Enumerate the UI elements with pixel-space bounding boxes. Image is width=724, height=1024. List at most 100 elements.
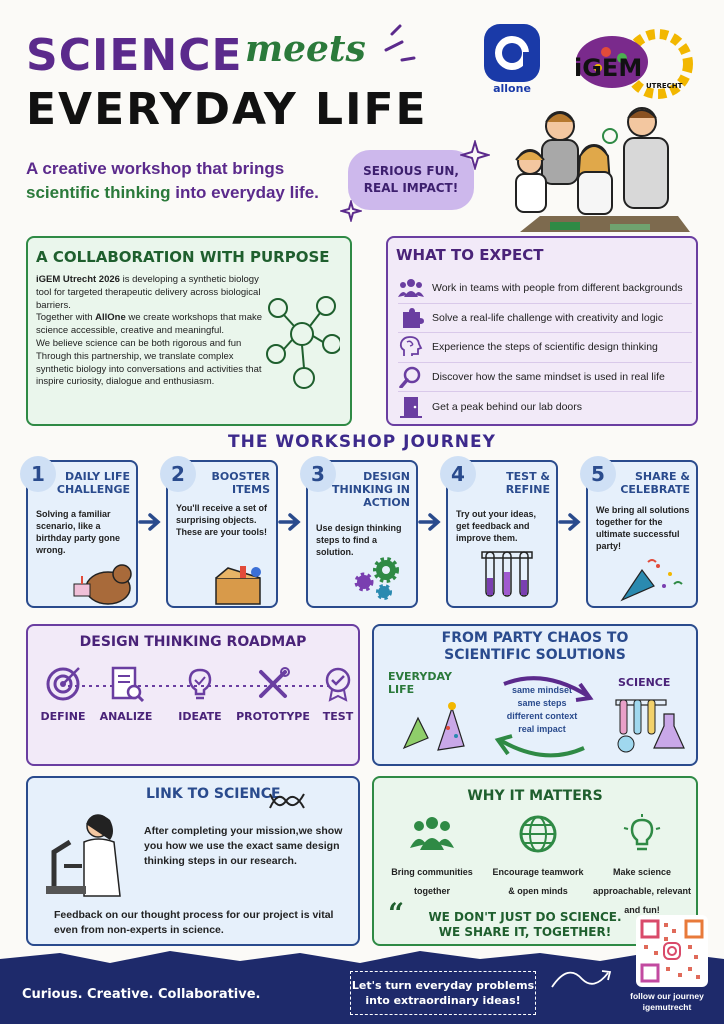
link-to-science-panel: LINK TO SCIENCE After completing your mi…	[26, 776, 360, 946]
follow-line1: follow our journey	[630, 991, 704, 1001]
mid-line: same mindset	[511, 685, 573, 695]
chaos-middle-text: same mindset same steps different contex…	[502, 684, 582, 736]
title-meets: meets	[245, 28, 366, 70]
step-number: 2	[160, 456, 196, 492]
design-thinking-roadmap-panel: DESIGN THINKING ROADMAP DEFINE ANALIZE I…	[26, 624, 360, 766]
allone-logo: allone	[480, 22, 544, 98]
collab-p2: we create workshops that make science ac…	[36, 312, 263, 337]
why-item-communities: Bring communities together	[382, 814, 482, 898]
step-number: 3	[300, 456, 336, 492]
serious-fun-badge: SERIOUS FUN, REAL IMPACT!	[348, 150, 474, 210]
title-science: SCIENCE	[26, 30, 243, 81]
collab-p1: is developing a synthetic biology tool f…	[36, 274, 261, 311]
puzzle-icon	[403, 307, 424, 328]
journey-step-1: 1 DAILY LIFE CHALLENGE Solving a familia…	[20, 456, 138, 608]
arrow-right-icon	[418, 513, 441, 531]
arrow-right-icon	[138, 513, 161, 531]
arrow-right-icon	[278, 513, 301, 531]
what-to-expect-panel: WHAT TO EXPECT Work in teams with people…	[386, 236, 698, 426]
network-icon	[266, 296, 340, 389]
why-item-approachable: Make science approachable, relevant and …	[592, 814, 692, 917]
team-icon	[398, 279, 424, 298]
why-item-teamwork: Encourage teamwork & open minds	[488, 814, 588, 898]
step-desc: We bring all solutions together for the …	[596, 505, 690, 551]
allone-logo-text: allone	[493, 82, 531, 95]
roadmap-label: IDEATE	[178, 710, 222, 723]
chaos-title-line2: SCIENTIFIC SOLUTIONS	[444, 647, 626, 663]
step-desc: Use design thinking steps to find a solu…	[316, 523, 402, 557]
journey-step-3: 3 DESIGN THINKING IN ACTION Use design t…	[300, 456, 418, 608]
step-title: TEST & REFINE	[505, 470, 550, 496]
roadmap-step-analize: ANALIZE	[96, 666, 156, 723]
subtitle: A creative workshop that brings scientif…	[26, 157, 356, 205]
follow-handle[interactable]: igemutrecht	[642, 1002, 692, 1012]
footer-tagline: Curious. Creative. Collaborative.	[22, 987, 261, 1002]
slogan-line1: WE DON'T JUST DO SCIENCE.	[428, 910, 622, 924]
quote-mark-icon: “	[388, 897, 405, 930]
igem-utrecht-logo: iGEM UTRECHT	[568, 24, 700, 100]
why-slogan: WE DON'T JUST DO SCIENCE. WE SHARE IT, T…	[420, 910, 630, 940]
callout-line2: into extraordinary ideas!	[365, 994, 521, 1007]
list-item: Work in teams with people from different…	[398, 274, 692, 304]
igem-logo-sub: UTRECHT	[646, 82, 683, 90]
link-paragraph-1: After completing your mission,we show yo…	[144, 825, 343, 867]
scientist-microscope-illustration	[46, 814, 121, 897]
subtitle-part3: into everyday life.	[175, 183, 319, 202]
link-title: LINK TO SCIENCE	[146, 786, 281, 802]
lightbulb-icon	[188, 668, 212, 700]
science-label: SCIENCE	[618, 676, 671, 689]
journey-step-5: 5 SHARE & CELEBRATE We bring all solutio…	[580, 456, 698, 608]
instagram-qr-code[interactable]	[636, 915, 708, 987]
step-desc: Solving a familiar scenario, like a birt…	[36, 509, 121, 555]
test-tubes-icon	[481, 551, 533, 597]
globe-icon	[519, 815, 557, 853]
roadmap-dotted-line	[68, 685, 328, 687]
dna-icon	[269, 793, 305, 809]
expect-item-label: Get a peak behind our lab doors	[432, 401, 583, 414]
why-item-label: Make science approachable, relevant and …	[592, 867, 692, 915]
badge-line1: SERIOUS FUN,	[363, 164, 459, 178]
lab-glassware-icon	[615, 699, 685, 753]
gears-icon	[354, 557, 399, 600]
everyday-label-2: LIFE	[388, 683, 415, 696]
sparkle-lines-icon	[384, 24, 416, 62]
step-title: SHARE & CELEBRATE	[620, 470, 690, 496]
subtitle-part2: scientific thinking	[26, 183, 171, 202]
workshop-people-illustration	[515, 107, 690, 232]
collab-p4: Through this partnership, we translate c…	[36, 350, 262, 388]
list-item: Get a peak behind our lab doors	[398, 392, 692, 422]
collab-p2-start: Together with	[36, 312, 96, 324]
cycle-arrows-icon	[494, 676, 594, 758]
step-number: 5	[580, 456, 616, 492]
capybara-birthday-icon	[73, 564, 132, 605]
why-item-label: Bring communities together	[391, 867, 473, 896]
list-item: Solve a real-life challenge with creativ…	[398, 304, 692, 334]
badge-line2: REAL IMPACT!	[363, 181, 459, 195]
expect-item-label: Discover how the same mindset is used in…	[432, 371, 665, 384]
roadmap-label: DEFINE	[40, 710, 86, 723]
footer-background	[0, 951, 724, 1024]
collaboration-body: iGEM Utrecht 2026 is developing a synthe…	[36, 274, 268, 389]
checklist-icon	[111, 666, 144, 702]
magnifier-icon	[399, 366, 421, 389]
collaboration-title: A COLLABORATION WITH PURPOSE	[36, 248, 330, 266]
expect-title: WHAT TO EXPECT	[396, 246, 544, 264]
roadmap-label: PROTOTYPE	[236, 710, 310, 723]
roadmap-title: DESIGN THINKING ROADMAP	[79, 634, 307, 650]
mid-line: real impact	[518, 724, 566, 734]
badge-check-icon	[325, 667, 351, 702]
allone-name: AllOne	[95, 312, 126, 324]
footer-callout: Let's turn everyday problems into extrao…	[350, 971, 536, 1015]
arrow-right-icon	[558, 513, 581, 531]
callout-line1: Let's turn everyday problems	[351, 979, 535, 992]
collaboration-panel: A COLLABORATION WITH PURPOSE iGEM Utrech…	[26, 236, 352, 426]
expect-item-label: Solve a real-life challenge with creativ…	[432, 311, 664, 324]
expect-list: Work in teams with people from different…	[398, 274, 692, 422]
roadmap-step-define: DEFINE	[38, 666, 88, 723]
why-item-label: Encourage teamwork & open minds	[492, 867, 584, 896]
expect-item-label: Work in teams with people from different…	[432, 282, 683, 295]
step-title: DAILY LIFE CHALLENGE	[56, 470, 130, 496]
chaos-title-line1: FROM PARTY CHAOS TO	[441, 630, 629, 646]
